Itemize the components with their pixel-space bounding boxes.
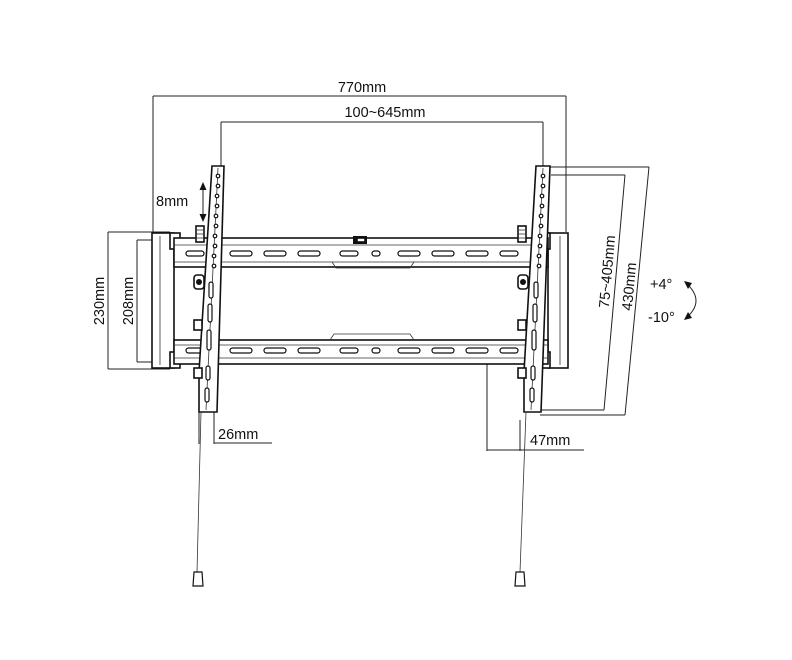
- label-vesa-horizontal: 100~645mm: [344, 105, 425, 121]
- label-tilt-down: -10°: [648, 310, 675, 326]
- dimension-lock-travel: 8mm: [156, 182, 207, 222]
- label-arm-length: 430mm: [620, 262, 641, 312]
- label-frame-height: 230mm: [92, 277, 108, 325]
- label-rail-height: 208mm: [121, 277, 137, 325]
- dimension-overall-width: 770mm: [152, 80, 567, 232]
- label-tilt-up: +4°: [650, 277, 672, 293]
- tilt-indicator: +4° -10°: [648, 277, 697, 326]
- label-wall-distance: 47mm: [530, 433, 570, 449]
- dimension-frame-height: 230mm: [92, 231, 170, 370]
- left-tv-arm: [192, 165, 225, 587]
- dimension-vesa-vertical: 75~405mm: [538, 174, 626, 411]
- label-overall-width: 770mm: [338, 80, 386, 96]
- label-arm-width: 26mm: [218, 427, 258, 443]
- label-lock-travel: 8mm: [156, 194, 188, 210]
- dimension-arm-length: 430mm: [540, 166, 650, 416]
- wall-plate: [151, 232, 569, 369]
- tilt-arrow-icon: [685, 282, 697, 319]
- dimension-vesa-horizontal: 100~645mm: [220, 105, 544, 166]
- dimension-wall-distance: 47mm: [486, 364, 584, 451]
- label-vesa-vertical: 75~405mm: [597, 235, 619, 309]
- right-tv-arm: [514, 165, 551, 587]
